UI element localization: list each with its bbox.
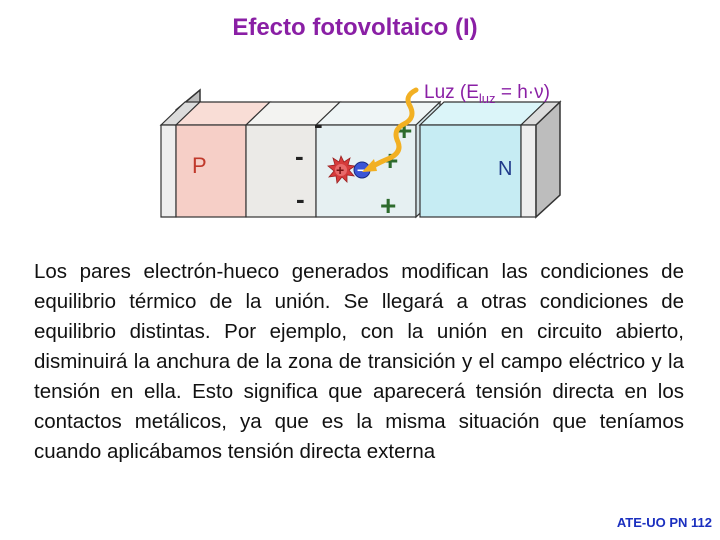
hole-symbol: + [336,162,344,178]
depletion-zone-left [244,101,342,218]
pn-junction-diagram: P N - - - + + + [0,0,720,250]
slide-title: Efecto fotovoltaico (I) [232,14,478,41]
pn-junction-svg: P N - - - + + + [159,82,562,221]
plus-ion: + [380,190,396,221]
slide-footer: ATE-UO PN 112 [616,515,712,530]
minus-ion: - [295,141,304,171]
light-ray [367,87,419,171]
hole-burst-icon: + [327,154,357,184]
p-label: P [192,153,207,178]
right-metal-contact [519,100,562,219]
explanation-paragraph: Los pares electrón-hueco generados modif… [34,260,684,463]
minus-ion: - [296,184,305,214]
electron-symbol: − [357,162,365,178]
minus-ion: - [314,109,323,139]
n-label: N [498,158,512,180]
electron-icon: − [353,161,371,179]
light-ray-arrowhead [362,159,377,172]
light-label: Luz (Eluz = h·ν) [424,82,550,106]
